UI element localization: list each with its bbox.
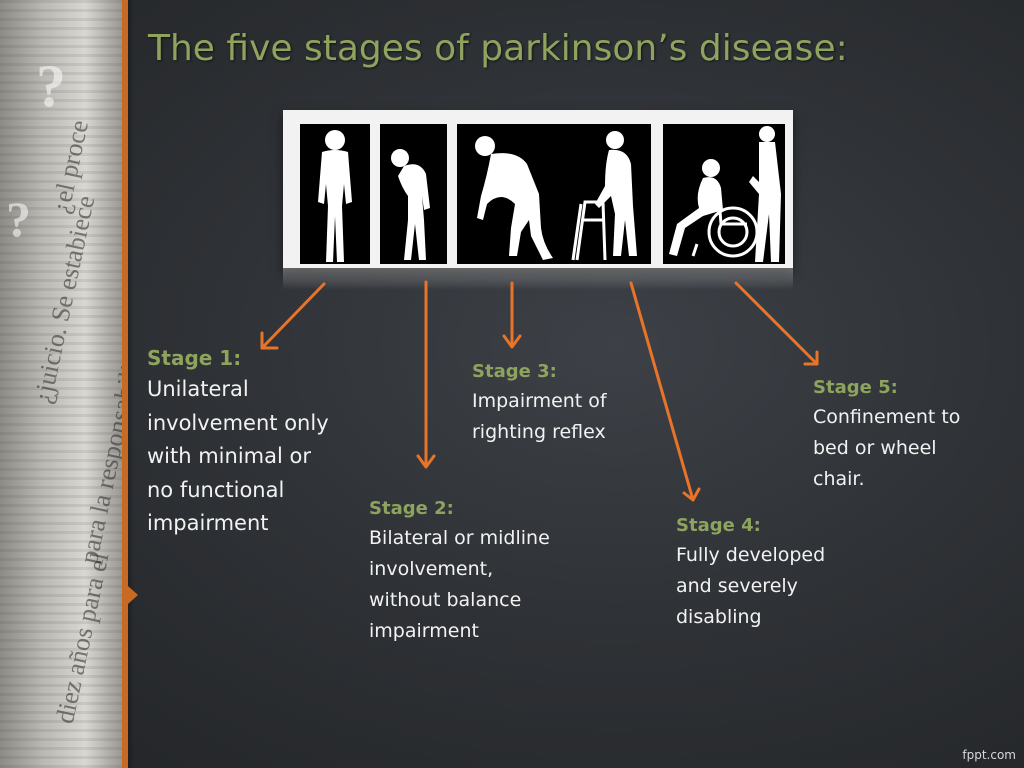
stage-4-block: Stage 4: Fully developed and severely di… bbox=[676, 512, 876, 633]
stage-5-block: Stage 5: Confinement to bed or wheel cha… bbox=[813, 374, 1013, 495]
stage-4-title: Stage 4: bbox=[676, 515, 761, 536]
stage-5-image bbox=[663, 124, 785, 264]
stage-2-description: Bilateral or midline involvement, withou… bbox=[369, 527, 550, 642]
stage-1-block: Stage 1: Unilateral involvement only wit… bbox=[147, 343, 367, 541]
footer-credit: fppt.com bbox=[962, 748, 1016, 762]
accent-tab bbox=[128, 586, 138, 604]
stage-3-description: Impairment of righting reflex bbox=[472, 390, 607, 443]
person-standing-icon bbox=[318, 130, 352, 262]
question-mark-icon: ? bbox=[36, 53, 66, 119]
stage-3-image bbox=[457, 124, 570, 264]
person-bent-icon bbox=[475, 136, 553, 260]
arrow-stage-1 bbox=[260, 282, 326, 350]
stage-2-block: Stage 2: Bilateral or midline involvemen… bbox=[369, 495, 589, 647]
filmstrip-reflection bbox=[283, 268, 793, 290]
stage-1-image bbox=[300, 124, 370, 264]
arrow-stage-2 bbox=[416, 280, 436, 469]
stage-3-block: Stage 3: Impairment of righting reflex bbox=[472, 358, 672, 448]
question-mark-icon: ? bbox=[6, 191, 31, 247]
stage-1-description: Unilateral involvement only with minimal… bbox=[147, 377, 329, 535]
arrow-stage-3 bbox=[502, 281, 522, 349]
stage-2-title: Stage 2: bbox=[369, 498, 454, 519]
stage-3-title: Stage 3: bbox=[472, 361, 557, 382]
stage-2-image bbox=[380, 124, 447, 264]
arrow-stage-4 bbox=[629, 281, 701, 502]
newsprint-texture bbox=[0, 0, 122, 768]
stage-4-description: Fully developed and severely disabling bbox=[676, 544, 826, 628]
person-wheelchair-icon bbox=[669, 126, 781, 262]
person-walker-icon bbox=[571, 131, 637, 261]
slide-title: The five stages of parkinson’s disease: bbox=[148, 28, 848, 69]
person-stooped-icon bbox=[391, 149, 430, 260]
stage-5-description: Confinement to bed or wheel chair. bbox=[813, 406, 961, 490]
stage-5-title: Stage 5: bbox=[813, 377, 898, 398]
background-newsprint: ? ? ¿el proce ¿juicio. Se estabiece para… bbox=[0, 0, 122, 768]
stage-1-title: Stage 1: bbox=[147, 346, 242, 370]
stage-4-image bbox=[565, 124, 651, 264]
arrow-stage-5 bbox=[734, 281, 819, 366]
stages-filmstrip bbox=[283, 110, 793, 268]
accent-stripe bbox=[122, 0, 128, 768]
